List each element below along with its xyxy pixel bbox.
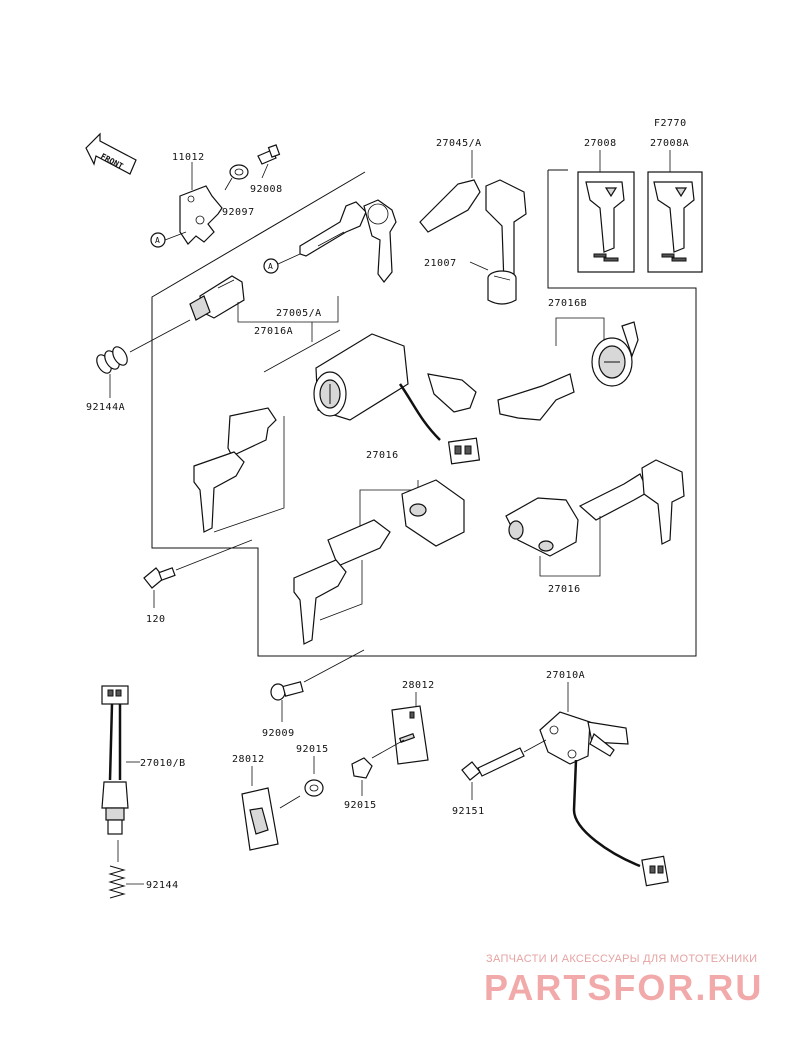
screw-92009: 92009 [262, 649, 365, 739]
label-92015-bottom: 92015 [344, 800, 377, 811]
frame-lines [151, 169, 697, 657]
label-92015-top: 92015 [296, 744, 329, 755]
lock-27016-right: 27016 [505, 459, 685, 595]
figure-code: F2770 [654, 118, 687, 129]
bolt-92151: 92151 [452, 739, 547, 817]
switch-27010b: 27010/B [101, 685, 186, 835]
spring-92144a: 92144A [86, 319, 191, 413]
key-pair-top [299, 199, 397, 283]
callout-a-label-2: A [268, 262, 273, 271]
label-27010b: 27010/B [140, 758, 186, 769]
label-27016a: 27016A [254, 326, 293, 337]
label-11012: 11012 [172, 152, 205, 163]
keys-27045a: 27045/A [419, 138, 527, 285]
key-pair-left [193, 407, 285, 533]
spring-92144: 92144 [108, 840, 179, 899]
front-arrow-icon: FRONT [85, 132, 137, 175]
bolt-92008: 92008 [250, 144, 283, 195]
watermark-logo: ЗАПЧАСТИ И АКСЕССУАРЫ ДЛЯ МОТОТЕХНИКИ PA… [484, 953, 763, 1008]
bracket-11012: 11012 [172, 152, 223, 245]
lock-27016-top: 27016 [293, 450, 465, 645]
label-27005a: 27005/A [276, 308, 322, 319]
cylinder-21007: 21007 [424, 258, 517, 305]
label-120: 120 [146, 614, 166, 625]
plate-28012-right: 28012 [391, 680, 435, 765]
nut-92015-bottom: 92015 [344, 739, 405, 811]
lock-27016b: 27016B [427, 298, 639, 421]
callout-a-label: A [155, 236, 160, 245]
label-27008a: 27008A [650, 138, 689, 149]
label-28012-right: 28012 [402, 680, 435, 691]
screw-120: 120 [143, 539, 253, 625]
watermark-subtitle: ЗАПЧАСТИ И АКСЕССУАРЫ ДЛЯ МОТОТЕХНИКИ [486, 953, 757, 965]
key-card-27008: 27008 [577, 138, 635, 273]
key-card-27008a: 27008A [647, 138, 703, 273]
label-27010a: 27010A [546, 670, 585, 681]
label-92008: 92008 [250, 184, 283, 195]
ignition-switch-27005a: 27005/A [263, 308, 481, 465]
label-27016b: 27016B [548, 298, 587, 309]
plate-28012-left: 28012 [232, 754, 279, 851]
label-92151: 92151 [452, 806, 485, 817]
label-92144a: 92144A [86, 402, 125, 413]
cylinder-27016a: 27016A [189, 275, 339, 337]
label-92144: 92144 [146, 880, 179, 891]
label-92009: 92009 [262, 728, 295, 739]
label-27016-right: 27016 [548, 584, 581, 595]
washer-92097: 92097 [222, 164, 255, 218]
switch-27010a: 27010A [539, 670, 669, 887]
callout-a-keys: A [263, 253, 301, 274]
label-21007: 21007 [424, 258, 457, 269]
nut-92015-top: 92015 [279, 744, 329, 809]
label-28012-left: 28012 [232, 754, 265, 765]
label-27008: 27008 [584, 138, 617, 149]
label-27045a: 27045/A [436, 138, 482, 149]
callout-a-bracket: A [150, 231, 187, 248]
label-27016-top: 27016 [366, 450, 399, 461]
watermark-brand: PARTSFOR.RU [484, 967, 763, 1008]
label-92097: 92097 [222, 207, 255, 218]
